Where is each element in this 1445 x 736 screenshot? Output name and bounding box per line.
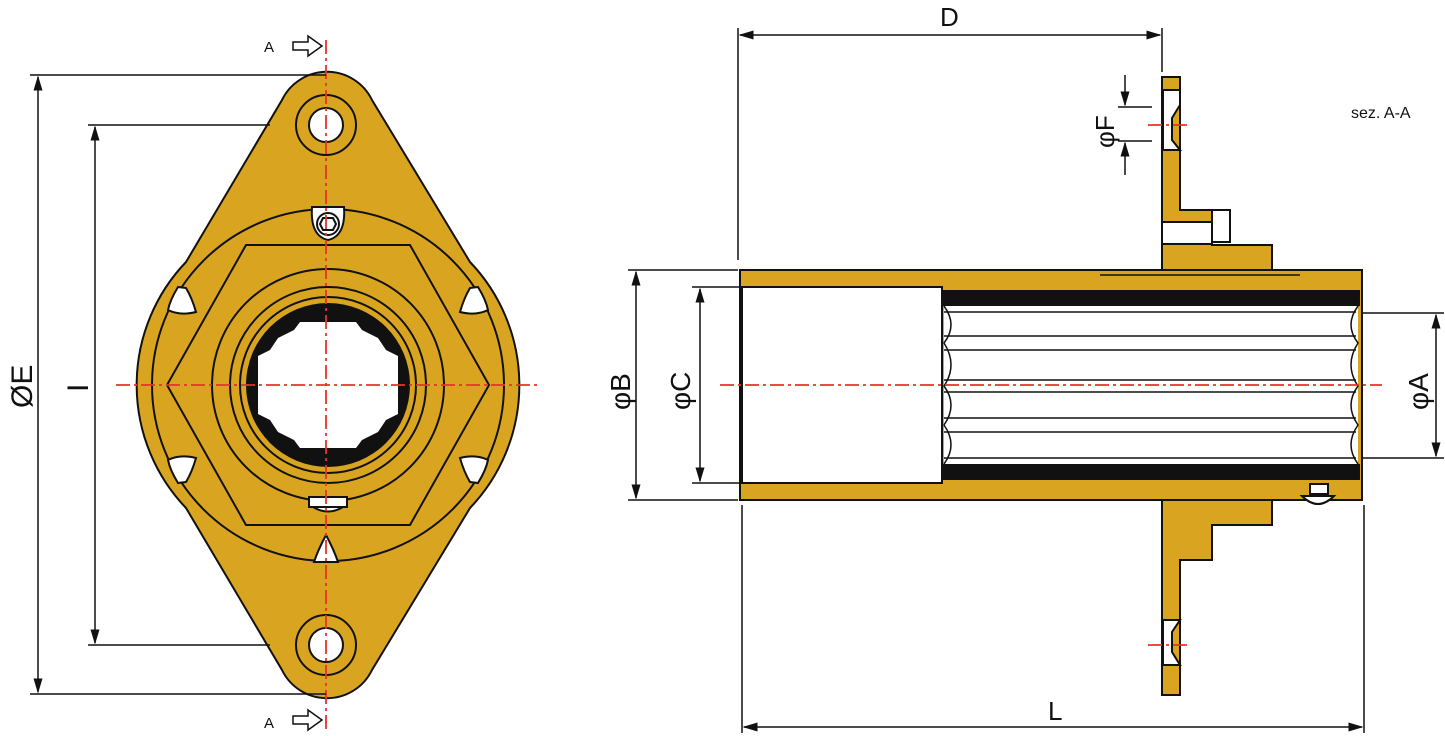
label-B: φB [605,373,636,410]
section-view: D L φB φC φA φF sez. A-A [605,2,1444,733]
label-L: L [1048,696,1062,726]
label-F: φF [1090,115,1120,148]
spline-grooves [943,305,1359,465]
front-view: A A ØE I [6,34,540,732]
label-E: ØE [6,365,39,408]
section-label-bottom: A [264,715,274,732]
label-A: φA [1403,373,1434,410]
section-caption: sez. A-A [1351,105,1411,122]
section-label-top: A [264,39,274,56]
label-I: I [62,384,95,392]
section-arrow-bottom-icon [292,708,324,732]
section-arrow-top-icon [292,34,324,58]
label-D: D [940,2,959,32]
label-C: φC [665,372,696,410]
slots [166,285,490,563]
